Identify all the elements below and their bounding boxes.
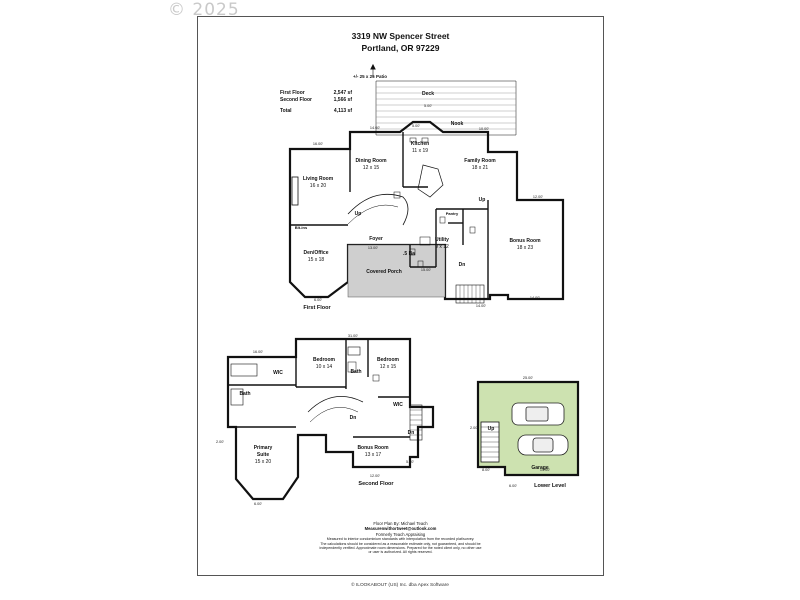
credits-block: Floor Plan By: Michael Teach Measurenwit…	[198, 521, 603, 555]
first-floor-plan	[288, 63, 565, 304]
dimension-label: 14.00'	[476, 304, 487, 308]
dimension-label: 10.00'	[479, 127, 490, 131]
credit-line: The calculations should be considered as…	[320, 541, 481, 546]
property-address: 3319 NW Spencer Street	[351, 31, 450, 41]
area-label: First Floor	[280, 90, 305, 96]
dimension-label: 6.00'	[314, 298, 322, 302]
lower-level-plan	[476, 380, 580, 477]
area-row-first: First Floor 2,547 sf	[280, 90, 352, 97]
dimension-label: 14.00'	[530, 296, 541, 300]
bedroom-label: Bedroom	[313, 357, 336, 363]
up-label: Up	[355, 211, 362, 217]
credit-line: or user is authorized. All rights reserv…	[368, 550, 433, 555]
dimension-label: 25.00'	[523, 376, 534, 380]
up-label: Up	[488, 426, 495, 432]
dimension-label: 5.00'	[406, 460, 414, 464]
foyer-label: Foyer	[369, 236, 383, 242]
bedroom-label: Bedroom	[377, 357, 400, 363]
second-floor-title: Second Floor	[358, 481, 394, 487]
living-size: 16 x 20	[310, 183, 327, 189]
garage-label: Garage	[531, 465, 548, 471]
dimension-label: 16.00'	[313, 142, 324, 146]
dimension-label: 12.00'	[370, 474, 381, 478]
dimension-label: 5.00'	[424, 104, 432, 108]
bath-label: Bath	[350, 369, 361, 375]
dimension-label: 13.00'	[368, 246, 379, 250]
area-value: 2,547 sf	[333, 90, 352, 96]
area-summary: First Floor 2,547 sf Second Floor 1,566 …	[280, 90, 352, 115]
car-icon	[517, 434, 569, 456]
bonus-room-size: 13 x 17	[365, 452, 382, 458]
den-label: Den/Office	[303, 250, 328, 256]
dining-label: Dining Room	[355, 158, 387, 164]
credit-line: Measured to interior condominium standar…	[326, 537, 475, 542]
area-label: Total	[280, 108, 292, 114]
kitchen-label: Kitchen	[411, 141, 429, 147]
utility-label: Utility	[435, 237, 449, 243]
credit-line: Formerly Teach Appraising	[375, 531, 426, 537]
area-value: 1,566 sf	[333, 97, 352, 103]
dimension-label: 14.00'	[370, 126, 381, 130]
bedroom-size: 12 x 15	[380, 364, 397, 370]
living-label: Living Room	[303, 176, 334, 182]
lower-level-title: Lower Level	[534, 483, 566, 489]
deck-label: Deck	[422, 91, 434, 97]
nook-label: Nook	[451, 121, 464, 127]
family-label: Family Room	[464, 158, 496, 164]
up-label: Up	[479, 197, 486, 203]
utility-size: 9 x 12	[435, 244, 449, 250]
credit-line: Floor Plan By: Michael Teach	[373, 521, 428, 526]
dn-label: Dn	[408, 430, 415, 436]
area-row-total: Total 4,113 sf	[280, 108, 352, 115]
area-row-second: Second Floor 1,566 sf	[280, 97, 352, 104]
wic-label: WIC	[393, 402, 403, 408]
copyright-watermark: © 2025	[168, 0, 240, 20]
primary-size: 15 x 20	[255, 459, 272, 465]
car-icon	[511, 402, 565, 426]
dimension-label: 8.00'	[482, 468, 490, 472]
credit-line: Measurenwithortweet@outlook.com	[364, 526, 437, 532]
suite-label: Suite	[257, 452, 269, 458]
floor-plan-drawing: +/- 25 x 25 Patio Deck Nook Kitchen 11 x…	[216, 63, 580, 506]
dimension-label: 5.00'	[412, 124, 420, 128]
bonus-room-label: Bonus Room	[509, 238, 541, 244]
pantry-label: Pantry	[446, 211, 459, 216]
wic-label: WIC	[273, 370, 283, 376]
dimension-label: 16.00'	[253, 350, 264, 354]
half-bath-label: .5 Ba	[403, 251, 415, 257]
area-value: 4,113 sf	[333, 108, 352, 114]
property-city: Portland, OR 97229	[361, 43, 440, 53]
floor-plan-sheet: 3319 NW Spencer Street Portland, OR 9722…	[197, 16, 604, 576]
den-size: 15 x 18	[308, 257, 325, 263]
dn-label: Dn	[459, 262, 466, 268]
dimension-label: 6.00'	[254, 502, 262, 506]
area-label: Second Floor	[280, 97, 312, 103]
dimension-label: 2.00'	[216, 440, 224, 444]
patio-label: +/- 25 x 25 Patio	[353, 74, 387, 79]
first-floor-title: First Floor	[303, 305, 331, 311]
bonus-room-label: Bonus Room	[357, 445, 389, 451]
porch-label: Covered Porch	[366, 269, 402, 275]
dining-size: 12 x 15	[363, 165, 380, 171]
bedroom-size: 10 x 14	[316, 364, 333, 370]
footer-copyright: © ILOOKABOUT (US) Inc. dba Apex Software	[351, 583, 449, 588]
dimension-label: 6.00'	[509, 484, 517, 488]
bath-label: Bath	[239, 391, 250, 397]
second-floor-plan	[226, 337, 435, 501]
kitchen-size: 11 x 19	[412, 148, 428, 154]
dimension-label: 31.00'	[348, 334, 359, 338]
credit-line: independently verified. Approximate room…	[319, 546, 482, 551]
dimension-label: 2.00'	[470, 426, 478, 430]
family-size: 18 x 21	[472, 165, 489, 171]
dimension-label: 12.00'	[533, 195, 544, 199]
primary-label: Primary	[254, 445, 273, 451]
bonus-room-size: 18 x 23	[517, 245, 534, 251]
builtin-label: Blt-ins	[295, 225, 308, 230]
dn-label: Dn	[350, 415, 357, 421]
dimension-label: 14.00'	[540, 468, 551, 472]
dimension-label: 15.00'	[421, 268, 432, 272]
